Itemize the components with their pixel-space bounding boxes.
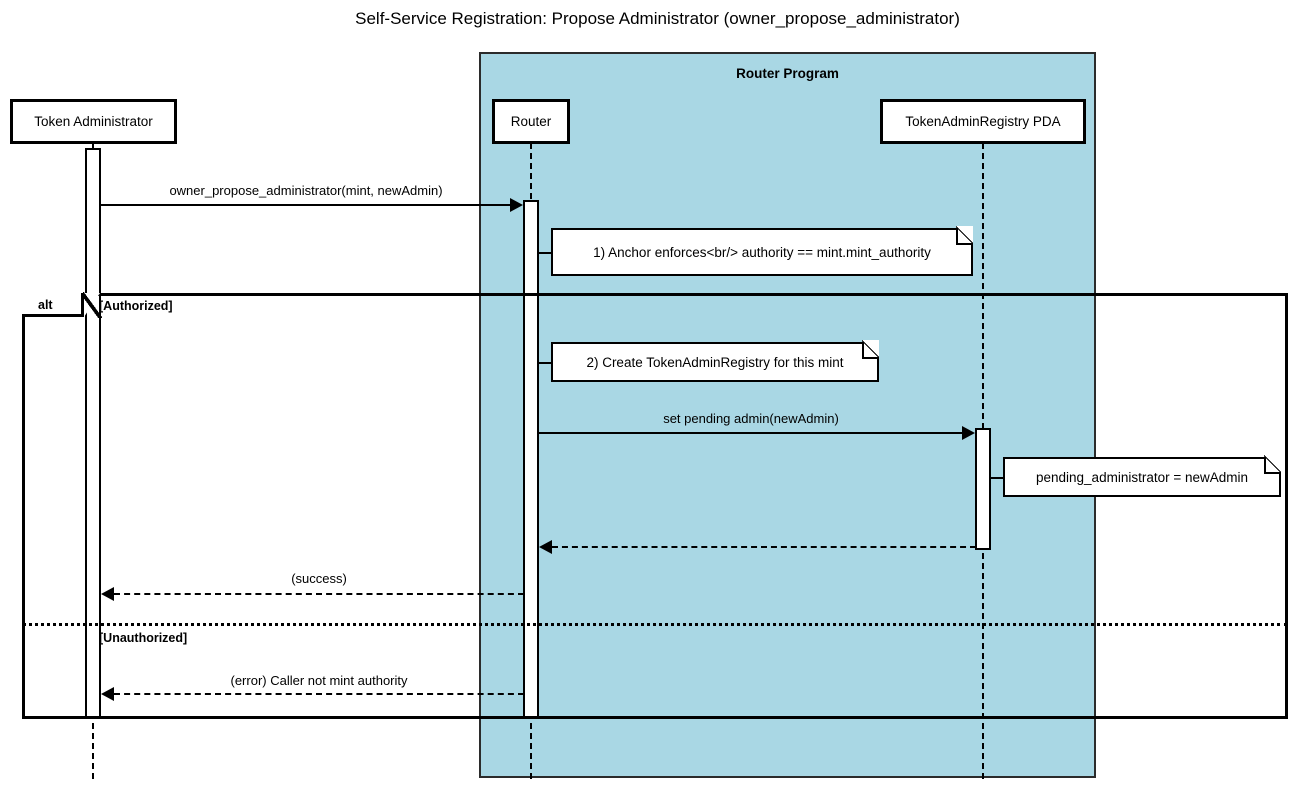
fragment-alt-operator: alt <box>38 298 53 312</box>
message-arrowhead-set-pending-admin <box>962 426 975 440</box>
note-connector-anchor-enforces <box>539 252 552 254</box>
message-arrowhead-owner-propose-administrator <box>510 198 523 212</box>
fragment-alt-divider <box>22 623 1288 626</box>
note-text-anchor-enforces: 1) Anchor enforces<br/> authority == min… <box>593 244 931 260</box>
note-connector-create-registry <box>539 362 552 364</box>
fragment-alt-tab-corner-edge <box>83 292 102 318</box>
participant-label-token-administrator: Token Administrator <box>34 114 153 129</box>
group-box-router-program: Router Program <box>479 52 1096 778</box>
note-connector-pending-administrator <box>991 477 1004 479</box>
fragment-alt-guard-unauthorized: [Unauthorized] <box>99 631 188 645</box>
fragment-alt-guard-authorized: [Authorized] <box>99 299 173 313</box>
group-title-router-program: Router Program <box>736 66 839 81</box>
page-title: Self-Service Registration: Propose Admin… <box>355 9 960 28</box>
message-line-error-return <box>114 693 524 695</box>
message-line-owner-propose-administrator <box>101 204 511 206</box>
message-line-pda-return <box>552 546 976 548</box>
activation-router <box>523 200 539 719</box>
participant-label-token-admin-registry-pda: TokenAdminRegistry PDA <box>905 114 1061 129</box>
message-label-success-return: (success) <box>291 571 347 586</box>
message-arrowhead-success-return <box>101 587 114 601</box>
note-fold-icon <box>956 226 973 245</box>
participant-token-admin-registry-pda[interactable]: TokenAdminRegistry PDA <box>880 99 1086 144</box>
activation-token-admin-registry-pda <box>975 428 991 550</box>
message-line-success-return <box>114 593 524 595</box>
participant-label-router: Router <box>510 114 552 129</box>
participant-token-administrator[interactable]: Token Administrator <box>10 99 177 144</box>
message-arrowhead-pda-return <box>539 540 552 554</box>
fragment-alt-tab <box>22 293 84 317</box>
note-anchor-enforces: 1) Anchor enforces<br/> authority == min… <box>551 226 973 276</box>
note-pending-administrator: pending_administrator = newAdmin <box>1003 455 1281 497</box>
message-line-set-pending-admin <box>539 432 963 434</box>
participant-router[interactable]: Router <box>492 99 570 144</box>
note-fold-icon <box>862 340 879 359</box>
note-create-registry: 2) Create TokenAdminRegistry for this mi… <box>551 340 879 382</box>
note-fold-icon <box>1264 455 1281 474</box>
message-arrowhead-error-return <box>101 687 114 701</box>
message-label-set-pending-admin: set pending admin(newAdmin) <box>663 411 839 426</box>
note-text-create-registry: 2) Create TokenAdminRegistry for this mi… <box>586 354 844 370</box>
note-text-pending-administrator: pending_administrator = newAdmin <box>1036 469 1248 485</box>
message-label-owner-propose-administrator: owner_propose_administrator(mint, newAdm… <box>169 183 443 198</box>
message-label-error-return: (error) Caller not mint authority <box>230 673 408 688</box>
